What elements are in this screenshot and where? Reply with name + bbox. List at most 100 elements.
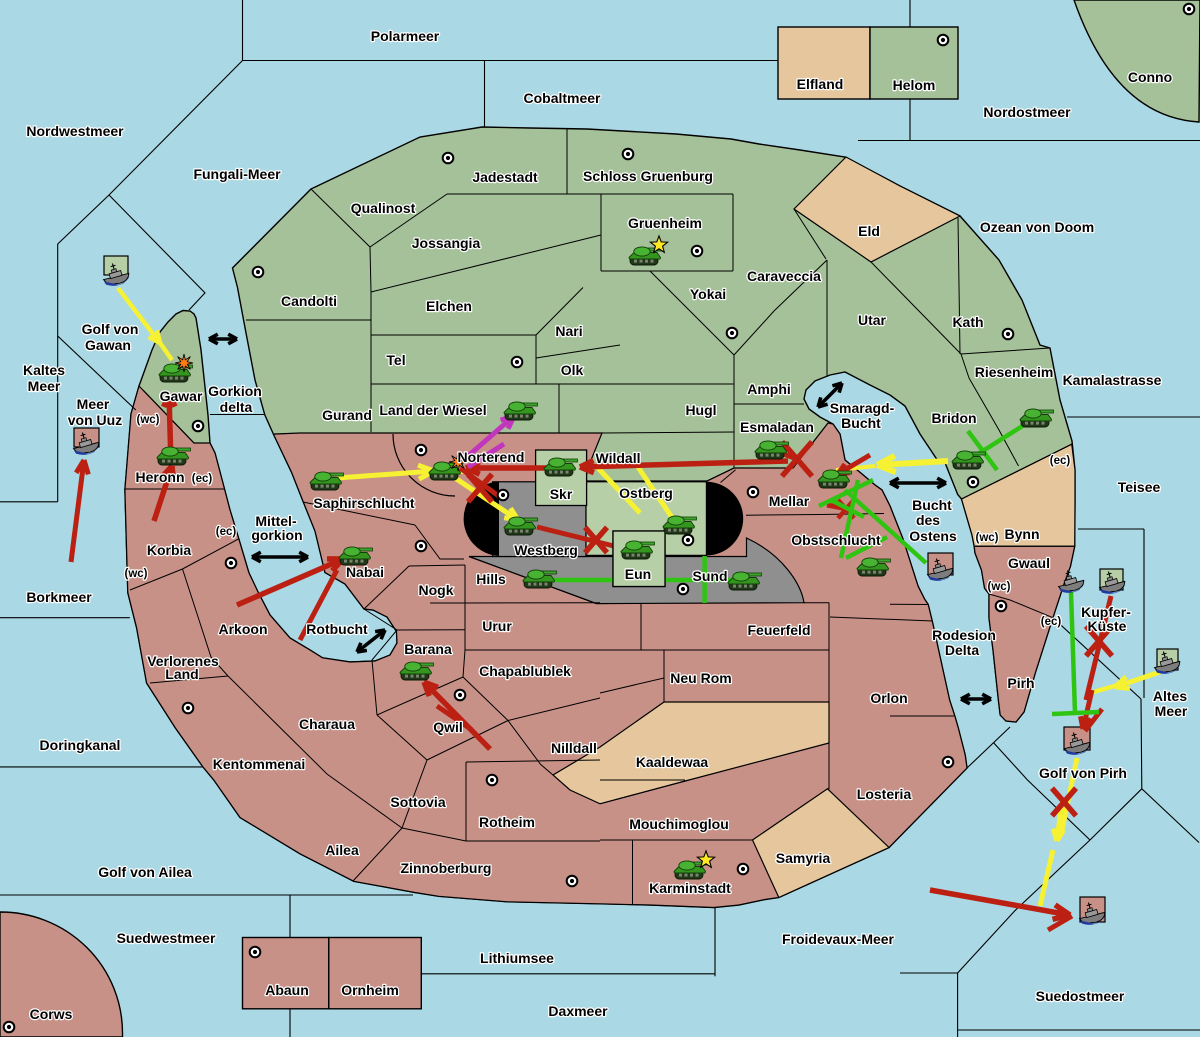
svg-text:Pirh: Pirh xyxy=(1007,675,1034,691)
svg-text:Gruenheim: Gruenheim xyxy=(628,215,702,231)
svg-text:Losteria: Losteria xyxy=(857,786,912,802)
svg-text:Kaaldewaa: Kaaldewaa xyxy=(636,754,709,770)
svg-text:Nabai: Nabai xyxy=(346,564,384,580)
svg-text:Bridon: Bridon xyxy=(931,410,976,426)
svg-text:Neu Rom: Neu Rom xyxy=(670,670,731,686)
svg-text:Meer: Meer xyxy=(77,396,110,412)
svg-text:Gwaul: Gwaul xyxy=(1008,555,1050,571)
svg-text:Nordwestmeer: Nordwestmeer xyxy=(26,123,124,139)
svg-text:Heronn: Heronn xyxy=(136,469,185,485)
svg-text:Bucht: Bucht xyxy=(841,415,881,431)
svg-text:Nilldall: Nilldall xyxy=(551,740,597,756)
svg-text:Golf von: Golf von xyxy=(82,321,139,337)
svg-text:Sund: Sund xyxy=(693,568,728,584)
svg-text:Amphi: Amphi xyxy=(747,381,791,397)
svg-text:Jossangia: Jossangia xyxy=(412,235,481,251)
svg-text:(ec): (ec) xyxy=(1050,455,1071,467)
svg-text:Rotheim: Rotheim xyxy=(479,814,535,830)
svg-text:Obstschlucht: Obstschlucht xyxy=(791,532,881,548)
svg-text:Samyria: Samyria xyxy=(776,850,831,866)
svg-text:Daxmeer: Daxmeer xyxy=(548,1003,608,1019)
svg-text:Karminstadt: Karminstadt xyxy=(649,880,731,896)
svg-text:Eld: Eld xyxy=(858,223,880,239)
svg-text:Bynn: Bynn xyxy=(1005,526,1040,542)
svg-text:Mittel-: Mittel- xyxy=(255,513,297,529)
svg-text:Conno: Conno xyxy=(1128,69,1172,85)
svg-text:Yokai: Yokai xyxy=(690,286,726,302)
svg-text:Nari: Nari xyxy=(555,323,582,339)
svg-text:Delta: Delta xyxy=(945,642,979,658)
svg-text:Schloss Gruenburg: Schloss Gruenburg xyxy=(583,168,713,184)
svg-text:Ornheim: Ornheim xyxy=(341,982,399,998)
svg-text:gorkion: gorkion xyxy=(251,527,302,543)
svg-text:Suedwestmeer: Suedwestmeer xyxy=(117,930,216,946)
svg-text:Barana: Barana xyxy=(404,641,452,657)
svg-text:Eun: Eun xyxy=(625,566,651,582)
svg-text:Westberg: Westberg xyxy=(514,542,578,558)
svg-text:Olk: Olk xyxy=(561,362,584,378)
svg-text:Rotbucht: Rotbucht xyxy=(306,621,368,637)
svg-text:Arkoon: Arkoon xyxy=(219,621,268,637)
svg-text:Helom: Helom xyxy=(893,77,936,93)
svg-text:(wc): (wc) xyxy=(125,568,148,580)
svg-text:Norterend: Norterend xyxy=(458,449,525,465)
svg-text:Küste: Küste xyxy=(1088,618,1127,634)
svg-text:Meer: Meer xyxy=(1155,703,1188,719)
svg-text:Kath: Kath xyxy=(952,314,983,330)
svg-text:Ostens: Ostens xyxy=(909,528,957,544)
svg-text:Land: Land xyxy=(165,666,198,682)
svg-text:Ailea: Ailea xyxy=(325,842,359,858)
svg-text:Qwil: Qwil xyxy=(433,719,463,735)
svg-text:Nogk: Nogk xyxy=(419,582,454,598)
svg-text:Riesenheim: Riesenheim xyxy=(975,364,1054,380)
svg-text:Charaua: Charaua xyxy=(299,716,355,732)
svg-text:Mouchimoglou: Mouchimoglou xyxy=(629,816,729,832)
svg-text:Smaragd-: Smaragd- xyxy=(830,400,895,416)
svg-text:Urur: Urur xyxy=(482,618,512,634)
svg-text:(ec): (ec) xyxy=(216,526,237,538)
svg-text:Altes: Altes xyxy=(1153,688,1187,704)
svg-text:Corws: Corws xyxy=(30,1006,73,1022)
svg-text:Nordostmeer: Nordostmeer xyxy=(983,104,1071,120)
svg-text:Gawar: Gawar xyxy=(160,388,203,404)
svg-text:Elfland: Elfland xyxy=(797,76,844,92)
svg-text:Lithiumsee: Lithiumsee xyxy=(480,950,554,966)
svg-text:Ozean von Doom: Ozean von Doom xyxy=(980,219,1094,235)
svg-text:Verlorenes: Verlorenes xyxy=(147,653,219,669)
svg-text:Fungali-Meer: Fungali-Meer xyxy=(193,166,281,182)
svg-text:delta: delta xyxy=(220,399,253,415)
svg-text:von Uuz: von Uuz xyxy=(68,412,122,428)
svg-text:Cobaltmeer: Cobaltmeer xyxy=(523,90,601,106)
svg-text:Wildall: Wildall xyxy=(596,450,641,466)
svg-text:Golf von Ailea: Golf von Ailea xyxy=(98,864,192,880)
svg-text:Kamalastrasse: Kamalastrasse xyxy=(1063,372,1162,388)
svg-text:Kupfer-: Kupfer- xyxy=(1081,604,1131,620)
svg-text:Candolti: Candolti xyxy=(281,293,337,309)
svg-text:(ec): (ec) xyxy=(1041,616,1062,628)
svg-text:Meer: Meer xyxy=(28,378,61,394)
svg-text:(ec): (ec) xyxy=(192,473,213,485)
svg-text:Orlon: Orlon xyxy=(870,690,907,706)
svg-text:Golf von Pirh: Golf von Pirh xyxy=(1039,765,1127,781)
svg-text:Utar: Utar xyxy=(858,312,887,328)
svg-text:Sottovia: Sottovia xyxy=(390,794,445,810)
svg-text:(wc): (wc) xyxy=(137,414,160,426)
svg-text:(wc): (wc) xyxy=(976,532,999,544)
svg-text:Bucht: Bucht xyxy=(912,497,952,513)
svg-text:Kentommenai: Kentommenai xyxy=(213,756,306,772)
svg-text:Saphirschlucht: Saphirschlucht xyxy=(313,495,414,511)
svg-text:Zinnoberburg: Zinnoberburg xyxy=(401,860,492,876)
svg-text:Rodesion: Rodesion xyxy=(932,627,996,643)
svg-text:Skr: Skr xyxy=(550,486,573,502)
svg-text:Hills: Hills xyxy=(476,571,506,587)
svg-text:Gurand: Gurand xyxy=(322,407,372,423)
svg-text:(wc): (wc) xyxy=(988,581,1011,593)
svg-text:Kaltes: Kaltes xyxy=(23,362,65,378)
svg-text:Froidevaux-Meer: Froidevaux-Meer xyxy=(782,931,895,947)
svg-text:Feuerfeld: Feuerfeld xyxy=(747,622,810,638)
svg-text:Teisee: Teisee xyxy=(1118,479,1161,495)
svg-text:Esmaladan: Esmaladan xyxy=(740,419,814,435)
svg-text:Mellar: Mellar xyxy=(769,493,810,509)
svg-text:Gorkion: Gorkion xyxy=(208,383,262,399)
svg-text:Land der Wiesel: Land der Wiesel xyxy=(379,402,486,418)
